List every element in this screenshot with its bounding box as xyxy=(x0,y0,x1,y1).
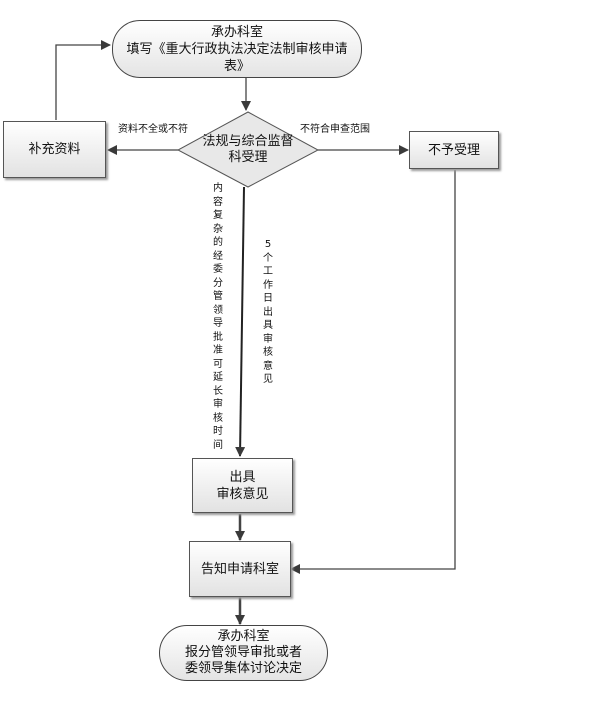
arrow-supplement-to-start xyxy=(55,40,111,120)
decision-line2: 科受理 xyxy=(228,150,268,165)
start-line3: 表》 xyxy=(223,58,250,74)
reject-label: 不予受理 xyxy=(427,142,480,158)
notify-label: 告知申请科室 xyxy=(200,561,279,577)
opinion-node: 出具 审核意见 xyxy=(192,458,293,513)
start-line2: 填写《重大行政执法决定法制审核申请 xyxy=(126,41,348,57)
end-line3: 委领导集体讨论决定 xyxy=(184,661,302,676)
end-line1: 承办科室 xyxy=(217,629,270,644)
end-node: 承办科室 报分管领导审批或者 委领导集体讨论决定 xyxy=(159,625,328,681)
notify-node: 告知申请科室 xyxy=(189,541,291,597)
reject-node: 不予受理 xyxy=(409,131,499,169)
end-line2: 报分管领导审批或者 xyxy=(184,645,302,660)
label-out-of-scope: 不符合申查范围 xyxy=(300,124,370,135)
opinion-line1: 出具 xyxy=(229,469,256,485)
arrow-decision-to-opinion xyxy=(235,186,246,457)
start-line1: 承办科室 xyxy=(210,24,263,40)
decision-node-text: 法规与综合监督 科受理 xyxy=(188,131,308,169)
label-five-days: 5个工作日出具审核意见 xyxy=(263,239,273,385)
arrow-reject-to-notify xyxy=(290,170,456,574)
start-node: 承办科室 填写《重大行政执法决定法制审核申请 表》 xyxy=(112,20,362,78)
supplement-node: 补充资料 xyxy=(3,121,106,178)
decision-line1: 法规与综合监督 xyxy=(202,134,294,149)
supplement-label: 补充资料 xyxy=(28,142,81,157)
decision-diamond xyxy=(176,111,320,188)
label-complex-case: 内容复杂的经委分管领导批准可延长审核时间 xyxy=(213,183,223,451)
opinion-line2: 审核意见 xyxy=(216,486,269,502)
label-incomplete: 资料不全或不符 xyxy=(118,124,188,135)
